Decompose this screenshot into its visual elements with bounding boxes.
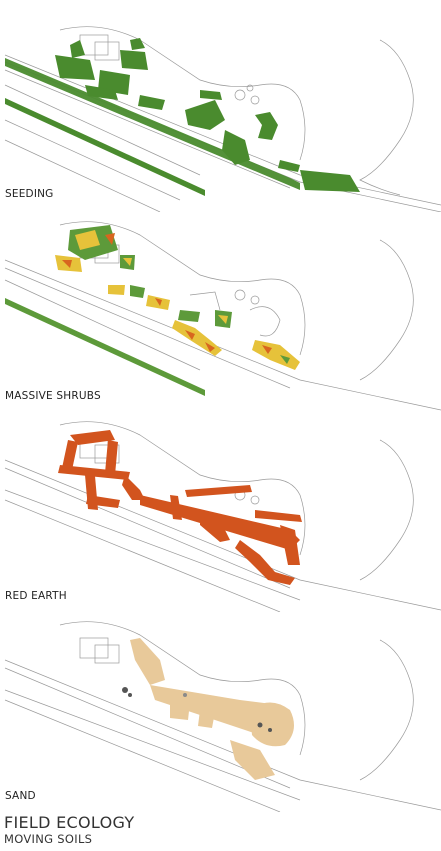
- sand-areas: [130, 638, 294, 780]
- base-linework: [4, 621, 441, 812]
- sand-details: [122, 687, 272, 732]
- panel-label-sand: SAND: [5, 790, 36, 802]
- page-subtitle: MOVING SOILS: [4, 832, 93, 846]
- panel-massive-shrubs: MASSIVE SHRUBS: [0, 200, 441, 412]
- panel-sand: SAND: [0, 600, 441, 812]
- panel-label-seeding: SEEDING: [5, 188, 54, 200]
- red-earth-paths: [58, 430, 302, 585]
- page-title: FIELD ECOLOGY: [4, 813, 135, 832]
- seeding-plan-drawing: [4, 26, 441, 212]
- panel-label-red-earth: RED EARTH: [5, 590, 67, 602]
- massive-shrubs-plan-drawing: [4, 221, 441, 411]
- panel-red-earth: RED EARTH: [0, 400, 441, 612]
- shrub-patches: [55, 225, 300, 370]
- seeding-areas: [5, 38, 360, 196]
- green-grass-strip: [5, 298, 205, 396]
- sand-plan-drawing: [4, 621, 441, 812]
- panel-seeding: SEEDING: [0, 0, 441, 212]
- panel-label-massive-shrubs: MASSIVE SHRUBS: [5, 390, 101, 402]
- red-earth-plan-drawing: [4, 421, 441, 612]
